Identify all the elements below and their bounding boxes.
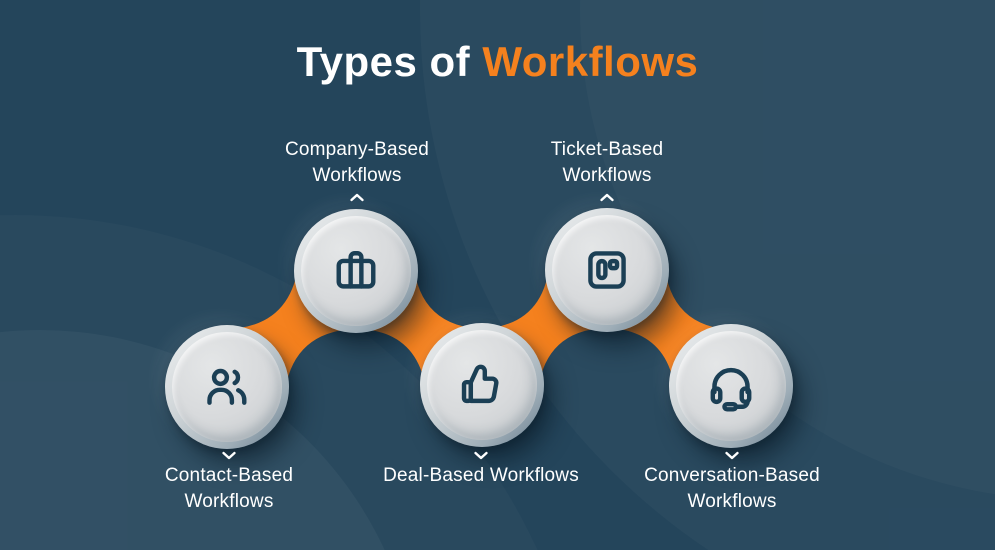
label-text: Company-Based <box>284 139 430 160</box>
title-prefix: Types of <box>296 38 471 85</box>
chevron-down-icon <box>725 451 739 460</box>
thumbs-up-icon <box>461 364 499 404</box>
node-circle-contact <box>165 325 289 449</box>
headset-icon <box>710 367 752 412</box>
chevron-up-icon <box>600 193 614 201</box>
title-highlight: Workflows <box>482 38 699 85</box>
node-circle-conversation <box>669 324 793 448</box>
label-text: Deal-Based Workflows <box>383 465 579 486</box>
briefcase-icon <box>336 251 376 289</box>
users-icon <box>207 368 247 405</box>
node-circle-company <box>294 209 418 333</box>
node-label-conversation: Conversation-Based Workflows <box>602 449 862 515</box>
node-circle-ticket <box>545 208 669 332</box>
kanban-ticket-icon <box>588 251 626 289</box>
chevron-up-icon <box>350 193 364 201</box>
node-circle-deal <box>420 323 544 447</box>
chevron-down-icon <box>222 451 236 460</box>
node-label-company: Company-Based Workflows <box>227 138 487 204</box>
label-text: Contact-Based <box>164 465 294 486</box>
node-label-ticket: Ticket-Based Workflows <box>477 138 737 204</box>
node-label-contact: Contact-Based Workflows <box>99 449 359 515</box>
chevron-down-icon <box>474 451 488 460</box>
page-title: Types of Workflows <box>0 38 995 86</box>
label-text: Workflows <box>562 165 652 187</box>
node-label-deal: Deal-Based Workflows <box>331 449 631 490</box>
label-text: Workflows <box>184 491 274 513</box>
label-text: Workflows <box>312 165 402 187</box>
label-text: Workflows <box>687 491 777 513</box>
label-text: Ticket-Based <box>550 139 664 160</box>
label-text: Conversation-Based <box>644 465 820 486</box>
